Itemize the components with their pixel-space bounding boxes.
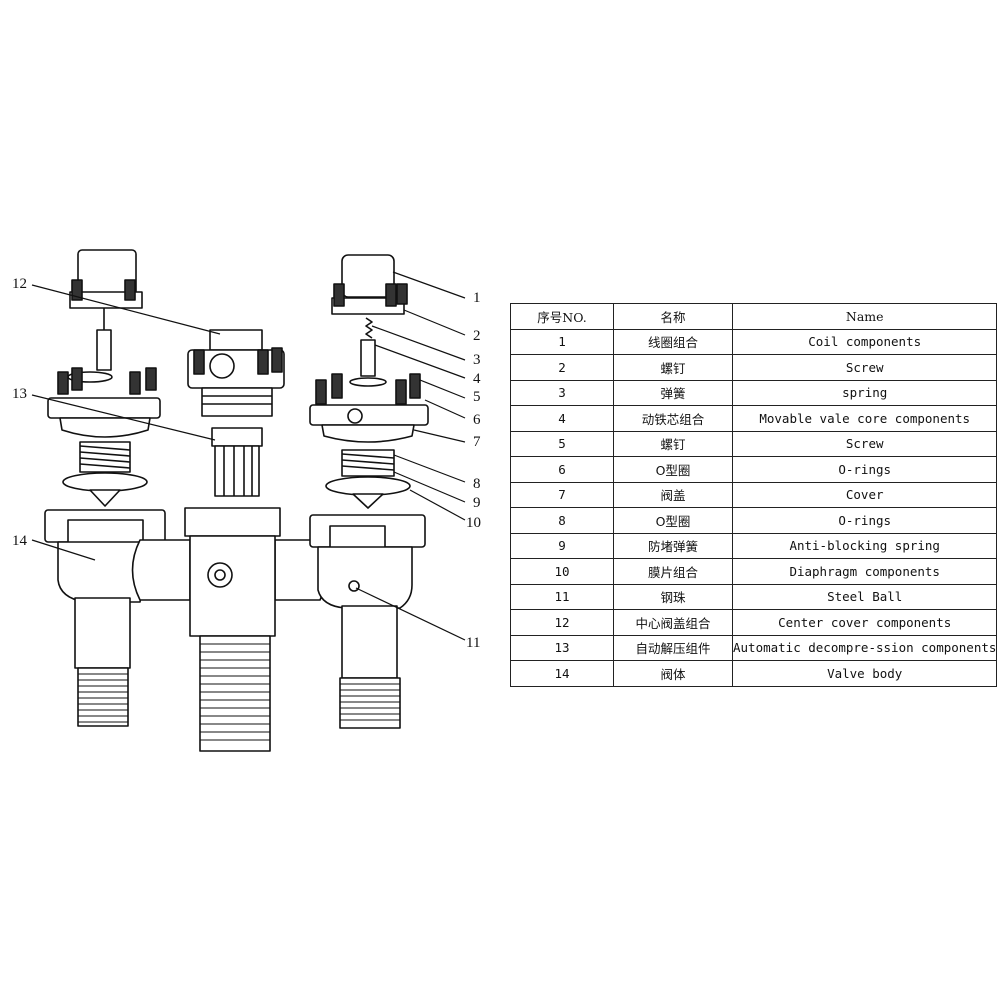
cell-cn-name: 防堵弹簧	[613, 532, 733, 559]
cell-en-name: Cover	[731, 481, 998, 508]
cell-en-name: O-rings	[731, 507, 998, 534]
cell-cn-name: 螺钉	[613, 430, 733, 457]
cell-no: 4	[510, 405, 614, 432]
cell-no: 8	[510, 507, 614, 534]
callout-2: 2	[473, 328, 481, 344]
callout-3: 3	[473, 352, 481, 368]
cell-cn-name: 阀盖	[613, 481, 733, 508]
callout-9: 9	[473, 495, 481, 511]
cell-en-name: Screw	[731, 430, 998, 457]
callout-4: 4	[473, 371, 481, 387]
cell-no: 12	[510, 609, 614, 636]
cell-en-name: Valve body	[731, 660, 998, 687]
cell-no: 7	[510, 481, 614, 508]
cell-cn-name: 中心阀盖组合	[613, 609, 733, 636]
cell-no: 11	[510, 583, 614, 610]
cell-no: 5	[510, 430, 614, 457]
center-cover-assembly	[187, 329, 285, 497]
cell-en-name: Diaphragm components	[731, 558, 998, 585]
right-coil-assembly	[309, 254, 429, 509]
cell-cn-name: 自动解压组件	[613, 634, 733, 661]
callout-10: 10	[466, 515, 481, 531]
callout-14: 14	[12, 533, 28, 549]
callout-8: 8	[473, 476, 481, 492]
callout-13: 13	[12, 386, 27, 402]
cell-en-name: Coil components	[731, 328, 998, 355]
left-coil-assembly	[47, 249, 161, 507]
exploded-valve-diagram: 1 2 3 4 5 6 7 8 9 10 11 12 13 14	[12, 249, 481, 752]
cell-en-name: O-rings	[731, 456, 998, 483]
cell-no: 1	[510, 328, 614, 355]
cell-en-name: Steel Ball	[731, 583, 998, 610]
cell-cn-name: 动铁芯组合	[613, 405, 733, 432]
header-cn-name: 名称	[613, 303, 733, 330]
callout-6: 6	[473, 412, 481, 428]
cell-en-name: spring	[731, 379, 998, 406]
callout-7: 7	[473, 434, 481, 450]
cell-en-name: Center cover components	[731, 609, 998, 636]
cell-cn-name: 膜片组合	[613, 558, 733, 585]
cell-cn-name: O型圈	[613, 456, 733, 483]
cell-cn-name: 弹簧	[613, 379, 733, 406]
cell-cn-name: 线圈组合	[613, 328, 733, 355]
cell-en-name: Anti-blocking spring	[731, 532, 998, 559]
cell-cn-name: 阀体	[613, 660, 733, 687]
cell-no: 13	[510, 634, 614, 661]
header-en-name: Name	[731, 303, 998, 330]
cell-cn-name: 螺钉	[613, 354, 733, 381]
table-header-row: 序号NO. 名称 Name	[510, 303, 998, 330]
cell-no: 14	[510, 660, 614, 687]
cell-no: 9	[510, 532, 614, 559]
cell-no: 3	[510, 379, 614, 406]
callout-11: 11	[466, 635, 480, 651]
cell-cn-name: O型圈	[613, 507, 733, 534]
leader-lines	[31, 271, 466, 641]
cell-en-name: Movable vale core components	[731, 405, 998, 432]
cell-no: 2	[510, 354, 614, 381]
callout-1: 1	[473, 290, 481, 306]
cell-no: 10	[510, 558, 614, 585]
callout-12: 12	[12, 276, 27, 292]
cell-en-name: Automatic decompre-ssion components	[731, 634, 998, 661]
valve-body	[44, 507, 426, 752]
cell-no: 6	[510, 456, 614, 483]
cell-en-name: Screw	[731, 354, 998, 381]
callout-labels: 1 2 3 4 5 6 7 8 9 10 11 12 13 14	[12, 276, 481, 651]
header-no: 序号NO.	[510, 303, 614, 330]
cell-cn-name: 钢珠	[613, 583, 733, 610]
callout-5: 5	[473, 389, 481, 405]
